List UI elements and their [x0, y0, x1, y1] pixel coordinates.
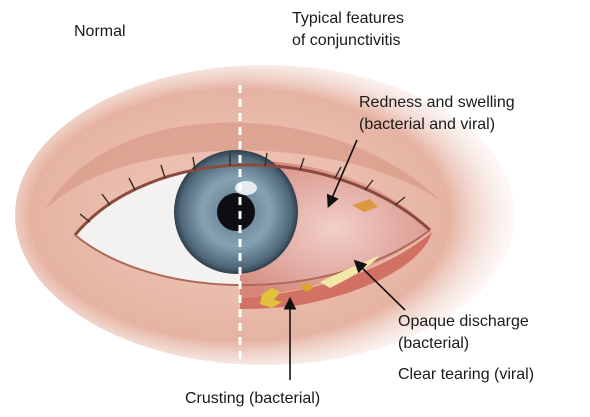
redness-label-line1: Redness and swelling — [359, 92, 515, 114]
clear-tearing-label: Clear tearing (viral) — [398, 364, 534, 386]
opaque-discharge-label-line1: Opaque discharge — [398, 311, 529, 333]
opaque-discharge-label-line2: (bacterial) — [398, 333, 469, 355]
pupil — [217, 193, 255, 231]
typical-features-label-line2: of conjunctivitis — [292, 30, 401, 52]
normal-label: Normal — [74, 21, 126, 43]
crusting-label: Crusting (bacterial) — [185, 388, 320, 410]
iris-highlight — [235, 181, 257, 195]
typical-features-label-line1: Typical features — [292, 8, 404, 30]
redness-label-line2: (bacterial and viral) — [359, 114, 495, 136]
